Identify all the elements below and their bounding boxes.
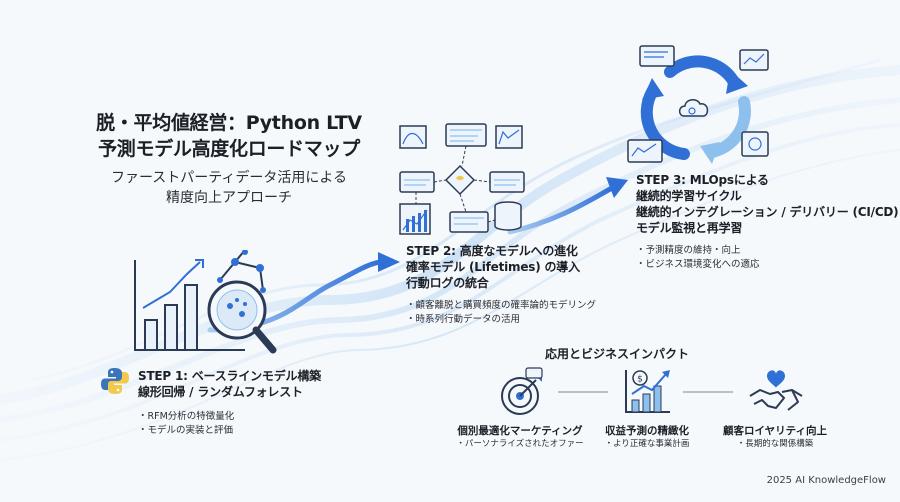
step3-bullet: ビジネス環境変化への適応 [636,258,898,272]
step2-title: STEP 2: 高度なモデルへの進化 [406,244,578,258]
step1-title: STEP 1: ベースラインモデル構築 [138,369,321,383]
title-block: 脱・平均値経営：Python LTV 予測モデル高度化ロードマップ ファーストパ… [84,110,374,208]
step2-bullet: 時系列行動データの活用 [406,313,596,327]
step1-bullet: RFM分析の特徴量化 [138,410,321,424]
target-icon [501,367,543,415]
impact-title: 応用とビジネスインパクト [545,347,690,361]
impact-item-2: 収益予測の精緻化 より正確な事業計画 [572,424,722,451]
bar-chart-magnifier-icon [134,250,277,354]
step1-block: STEP 1: ベースラインモデル構築 線形回帰 / ランダムフォレスト RFM… [138,368,321,438]
main-title-line1: 脱・平均値経営：Python LTV [96,112,362,134]
svg-text:$: $ [637,375,643,385]
python-logo-icon [101,368,129,394]
footer-credit: 2025 AI KnowledgeFlow [766,475,886,486]
main-title-line2: 予測モデル高度化ロードマップ [98,138,360,160]
step2-block: STEP 2: 高度なモデルへの進化 確率モデル (Lifetimes) の導入… [406,243,596,327]
step3-title: STEP 3: MLOpsによる [636,173,769,187]
impact-item-1: 個別最適化マーケティング パーソナライズされたオファー [435,424,605,451]
impact-item-sub: より正確な事業計画 [572,438,722,451]
step2-subtitle: 確率モデル (Lifetimes) の導入 [406,260,580,274]
step2-bullet: 顧客離脱と購買頻度の確率論的モデリング [406,299,597,313]
handshake-icon [749,370,803,411]
impact-connectors [558,391,733,393]
step3-subtitle-3: モデル監視と再学習 [636,221,743,235]
impact-item-title: 顧客ロイヤリティ向上 [722,425,828,437]
step1-subtitle: 線形回帰 / ランダムフォレスト [138,385,303,399]
impact-item-title: 個別最適化マーケティング [457,425,583,437]
impact-item-sub: 長期的な関係構築 [700,438,850,451]
step3-subtitle: 継続的学習サイクル [636,189,742,203]
step3-block: STEP 3: MLOpsによる 継続的学習サイクル 継続的インテグレーション … [636,172,899,272]
step3-subtitle-2: 継続的インテグレーション / デリバリー (CI/CD) [636,205,899,219]
step2-subtitle-2: 行動ログの統合 [406,276,489,290]
subtitle-line2: 精度向上アプローチ [166,190,292,206]
mlops-cycle-icon [627,45,769,164]
flowchart-icon [399,123,525,235]
impact-item-sub: パーソナライズされたオファー [435,438,605,451]
step3-bullet: 予測精度の維持・向上 [636,244,898,258]
step1-bullet: モデルの実装と評価 [138,424,321,438]
subtitle-line1: ファーストパーティデータ活用による [110,170,348,186]
revenue-chart-icon: $ [625,370,670,413]
impact-item-3: 顧客ロイヤリティ向上 長期的な関係構築 [700,424,850,451]
progress-arrow-2 [507,177,628,235]
impact-item-title: 収益予測の精緻化 [605,425,689,437]
